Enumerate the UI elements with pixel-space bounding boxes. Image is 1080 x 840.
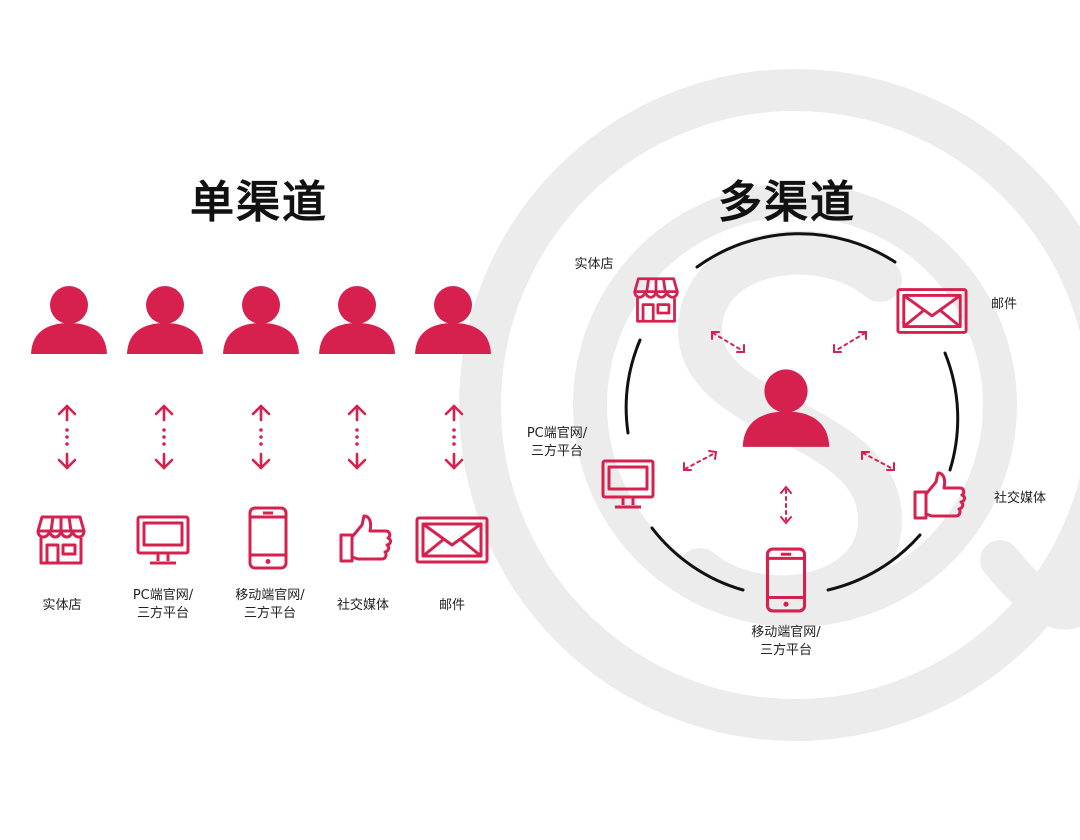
bidirectional-arrow-icon (444, 404, 464, 470)
thumbs-up-icon (339, 514, 392, 563)
person-icon (31, 286, 107, 354)
multi-channel-label: 移动端官网/ 三方平台 (751, 625, 821, 658)
person-icon (223, 286, 299, 354)
monitor-icon (136, 515, 190, 565)
multi-channel-label: PC端官网/ 三方平台 (526, 426, 588, 459)
smartphone-icon (248, 506, 288, 570)
single-channel-title: 单渠道 (190, 177, 328, 228)
single-channel-label: 社交媒体 (336, 598, 389, 613)
person-icon (127, 286, 203, 354)
bidirectional-arrow-icon (833, 331, 867, 353)
thumbs-up-icon (913, 471, 966, 520)
single-channel-label: 邮件 (438, 598, 465, 613)
bidirectional-arrow-icon (347, 404, 367, 470)
bidirectional-arrow-icon (251, 404, 271, 470)
smartphone-icon (765, 547, 807, 613)
envelope-icon (896, 288, 968, 334)
person-icon (319, 286, 395, 354)
bidirectional-arrow-icon (711, 331, 745, 353)
multi-channel-label: 邮件 (990, 297, 1017, 312)
bidirectional-arrow-icon (154, 404, 174, 470)
single-channel-label: PC端官网/ 三方平台 (132, 588, 194, 621)
bidirectional-arrow-icon (683, 450, 718, 471)
envelope-icon (415, 516, 489, 564)
bidirectional-arrow-icon (861, 451, 895, 471)
bidirectional-arrow-icon (780, 485, 792, 525)
person-icon (742, 369, 830, 447)
person-icon (415, 286, 491, 354)
storefront-icon (633, 277, 679, 323)
bidirectional-arrow-icon (57, 404, 77, 470)
multi-channel-label: 实体店 (574, 257, 614, 272)
single-channel-label: 实体店 (42, 598, 82, 613)
multi-channel-title: 多渠道 (718, 177, 856, 228)
multi-channel-label: 社交媒体 (993, 491, 1046, 506)
monitor-icon (601, 459, 655, 509)
single-channel-label: 移动端官网/ 三方平台 (235, 588, 305, 621)
storefront-icon (36, 515, 86, 565)
